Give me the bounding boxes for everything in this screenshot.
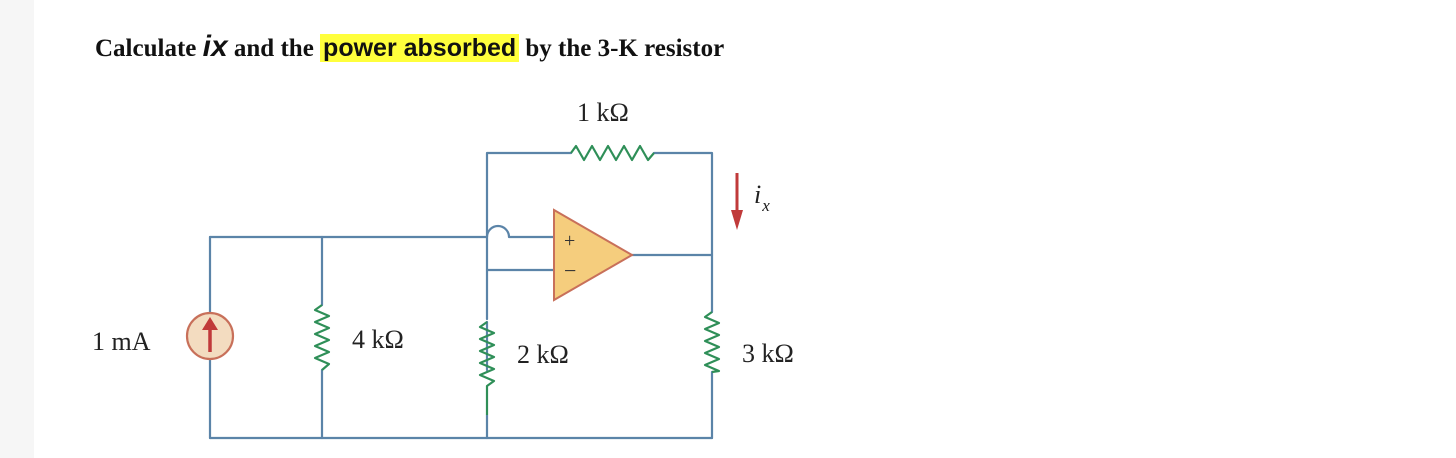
output-wire	[630, 253, 714, 440]
current-source	[185, 311, 235, 361]
resistor-2k	[478, 321, 496, 415]
left-top-wire	[208, 224, 556, 239]
current-label: ix	[754, 180, 770, 215]
opamp-minus-sign: −	[564, 258, 576, 283]
resistor-3k	[703, 311, 721, 374]
question-prefix: Calculate	[95, 35, 197, 62]
question-middle: and the	[233, 35, 314, 62]
question-suffix: by the 3-K resistor	[525, 35, 725, 62]
feedback-wire	[485, 151, 714, 321]
op-amp: + −	[553, 208, 635, 302]
resistor-4k	[313, 304, 331, 371]
resistor-1k	[570, 144, 655, 162]
current-arrow-icon	[731, 173, 743, 230]
page: Calculate ix and the power absorbed by t…	[34, 0, 1456, 458]
question-text: Calculate ix and the power absorbed by t…	[95, 30, 724, 64]
label-1k: 1 kΩ	[577, 98, 629, 127]
label-3k: 3 kΩ	[742, 339, 794, 368]
question-highlight: power absorbed	[320, 34, 520, 62]
wires	[208, 151, 714, 440]
label-2k: 2 kΩ	[517, 340, 569, 369]
label-4k: 4 kΩ	[352, 325, 404, 354]
source-arrow-icon	[202, 317, 218, 330]
question-variable: ix	[202, 30, 228, 63]
opamp-plus-sign: +	[564, 230, 575, 252]
label-source: 1 mA	[92, 327, 151, 356]
circuit-diagram: + − ix 1 kΩ 1 mA 4 kΩ 2 kΩ 3 kΩ	[92, 98, 794, 440]
